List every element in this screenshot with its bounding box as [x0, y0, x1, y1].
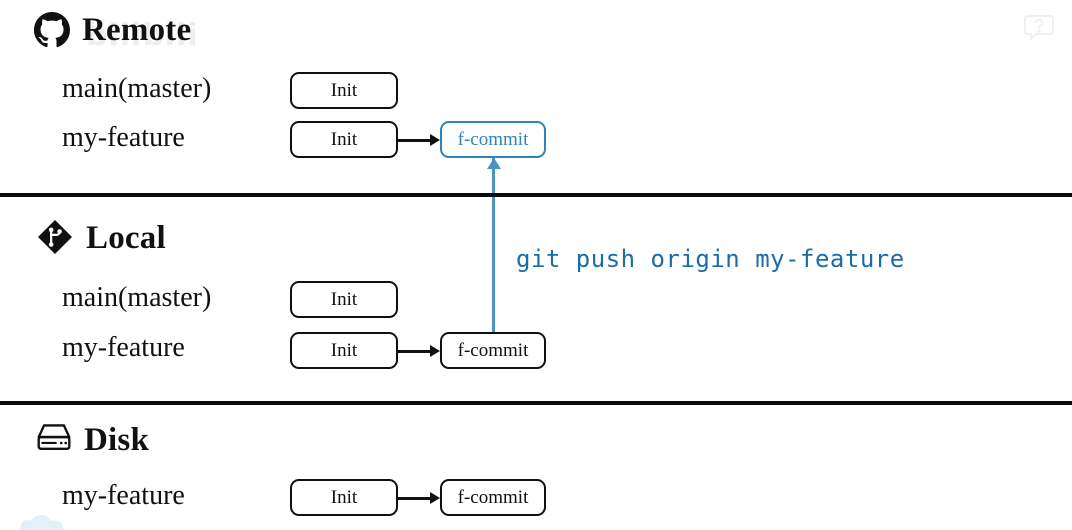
commit-node-local-main-init[interactable]: Init: [290, 281, 398, 318]
branch-label-remote-my-feature: my-feature: [62, 122, 185, 153]
branch-label-remote-main: main(master): [62, 73, 212, 104]
branch-label-local-my-feature: my-feature: [62, 332, 185, 363]
section-title-remote: Remote: [82, 11, 192, 48]
github-icon: [34, 12, 70, 48]
section-title-local: Local: [86, 219, 166, 256]
push-arrow-local-to-remote: [487, 158, 501, 336]
section-title-disk: Disk: [84, 421, 149, 458]
commit-node-disk-my-feature-fcommit[interactable]: f-commit: [440, 479, 546, 516]
connector-disk-init-to-fcommit: [398, 492, 440, 504]
commit-node-remote-main-init[interactable]: Init: [290, 72, 398, 109]
git-push-command-label: git push origin my-feature: [516, 245, 905, 273]
cloud-watermark-icon: [18, 510, 92, 530]
section-separator-local-disk: [0, 401, 1072, 405]
connector-remote-init-to-fcommit: [398, 134, 440, 146]
section-header-remote: Remote: [34, 12, 191, 48]
section-separator-remote-local: [0, 193, 1072, 197]
section-header-disk: Disk: [36, 422, 149, 458]
commit-node-local-my-feature-init[interactable]: Init: [290, 332, 398, 369]
connector-local-init-to-fcommit: [398, 345, 440, 357]
commit-node-local-my-feature-fcommit[interactable]: f-commit: [440, 332, 546, 369]
git-icon: [38, 220, 74, 256]
branch-label-local-main: main(master): [62, 282, 212, 313]
help-chat-bubble-icon[interactable]: [1024, 14, 1054, 42]
commit-node-remote-my-feature-init[interactable]: Init: [290, 121, 398, 158]
hard-drive-icon: [36, 422, 72, 458]
branch-label-disk-my-feature: my-feature: [62, 480, 185, 511]
commit-node-remote-my-feature-fcommit[interactable]: f-commit: [440, 121, 546, 158]
section-header-local: Local: [38, 220, 166, 256]
commit-node-disk-my-feature-init[interactable]: Init: [290, 479, 398, 516]
